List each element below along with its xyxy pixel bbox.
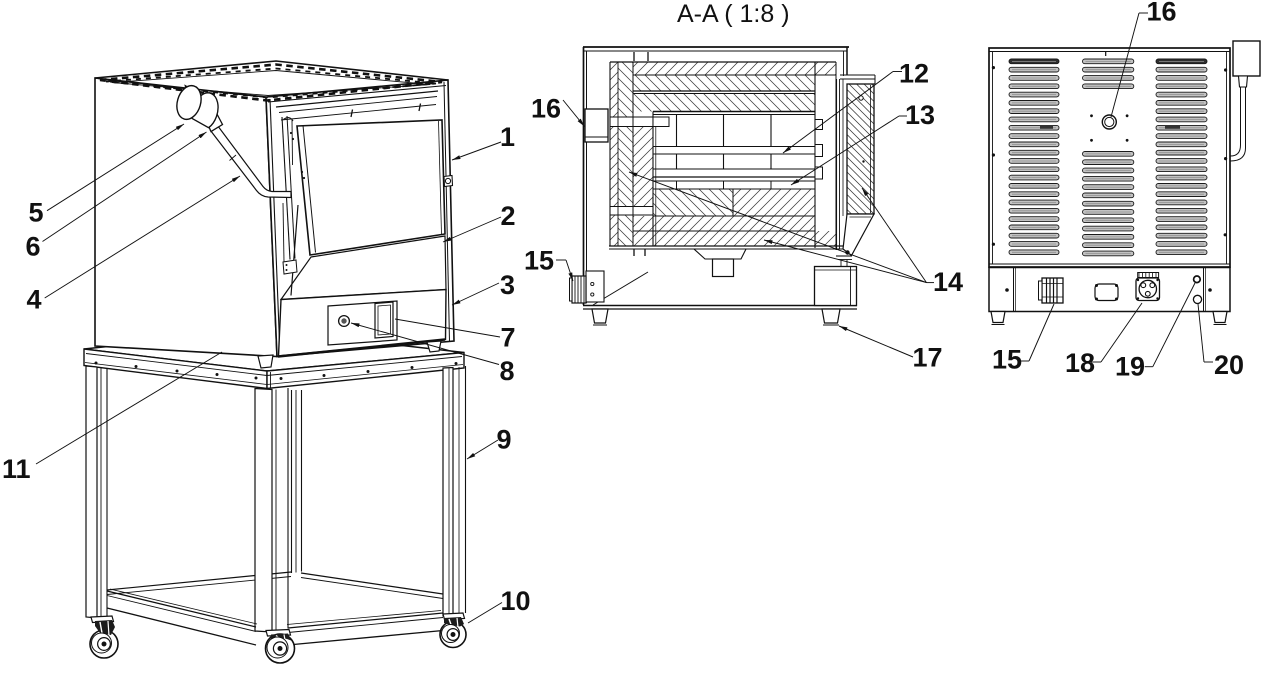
svg-text:15: 15 bbox=[992, 345, 1022, 375]
svg-text:20: 20 bbox=[1214, 350, 1244, 380]
svg-text:8: 8 bbox=[500, 356, 515, 386]
svg-text:14: 14 bbox=[933, 267, 963, 297]
svg-text:A-A ( 1:8 ): A-A ( 1:8 ) bbox=[677, 0, 790, 28]
svg-text:3: 3 bbox=[500, 270, 515, 300]
svg-text:1: 1 bbox=[500, 122, 515, 152]
svg-text:7: 7 bbox=[501, 323, 516, 353]
svg-text:16: 16 bbox=[1147, 0, 1177, 27]
svg-text:4: 4 bbox=[27, 285, 42, 315]
svg-text:11: 11 bbox=[2, 454, 31, 484]
svg-text:18: 18 bbox=[1065, 348, 1095, 378]
svg-text:19: 19 bbox=[1115, 352, 1145, 382]
svg-text:12: 12 bbox=[899, 59, 929, 89]
svg-text:2: 2 bbox=[501, 201, 516, 231]
svg-text:13: 13 bbox=[905, 100, 935, 130]
svg-text:16: 16 bbox=[531, 94, 561, 124]
svg-text:15: 15 bbox=[524, 246, 554, 276]
svg-text:5: 5 bbox=[29, 198, 44, 228]
svg-text:6: 6 bbox=[26, 232, 41, 262]
svg-text:17: 17 bbox=[913, 343, 943, 373]
svg-text:9: 9 bbox=[497, 425, 512, 455]
svg-text:10: 10 bbox=[501, 586, 531, 616]
